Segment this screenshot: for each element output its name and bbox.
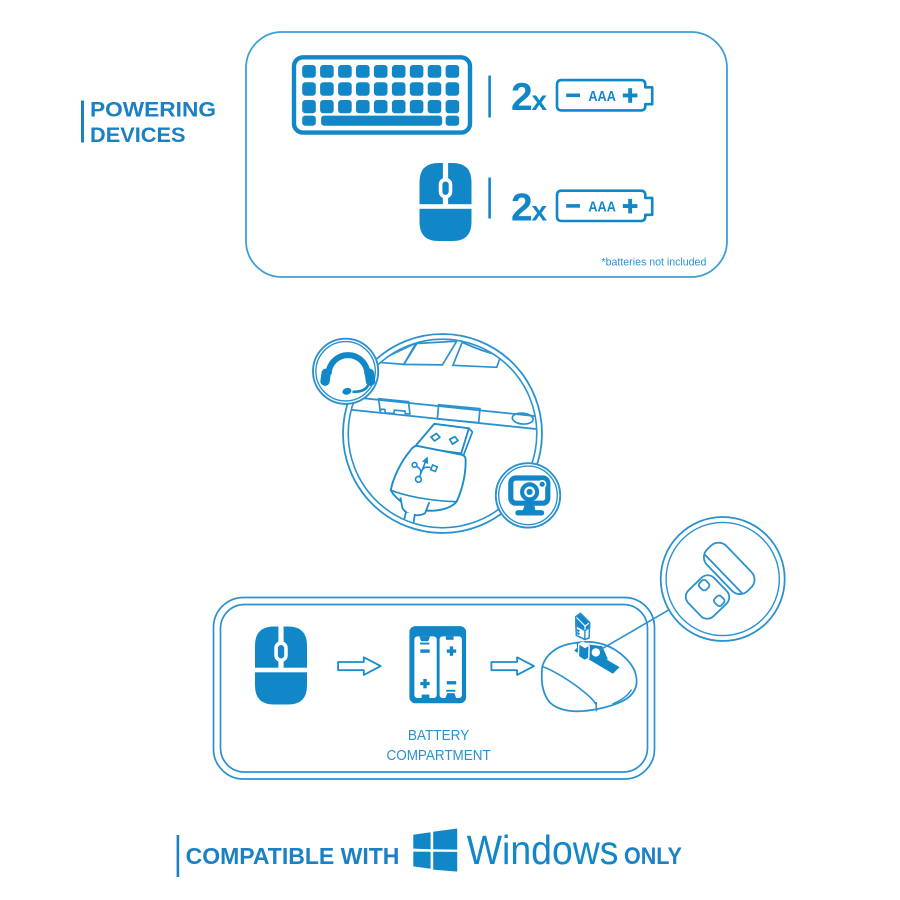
svg-text:POWERING: POWERING	[90, 98, 216, 122]
svg-text:*batteries not included: *batteries not included	[602, 257, 707, 269]
svg-text:COMPARTMENT: COMPARTMENT	[387, 748, 491, 764]
svg-text:Windows: Windows	[467, 827, 619, 873]
svg-text:2: 2	[511, 187, 533, 230]
svg-text:COMPATIBLE WITH: COMPATIBLE WITH	[186, 843, 400, 869]
svg-text:BATTERY: BATTERY	[408, 728, 470, 744]
svg-text:ONLY: ONLY	[624, 843, 682, 870]
svg-text:DEVICES: DEVICES	[90, 123, 186, 147]
svg-text:x: x	[532, 85, 548, 116]
svg-text:x: x	[532, 196, 548, 227]
svg-text:2: 2	[511, 76, 533, 119]
